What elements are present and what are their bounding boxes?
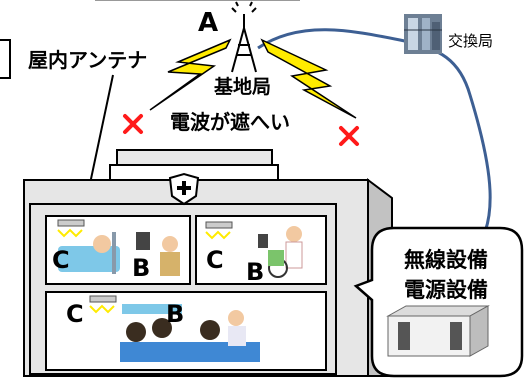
cross-mark-icon <box>123 114 143 134</box>
room-label-b: B <box>132 254 151 282</box>
lightning-icon <box>149 38 232 111</box>
room-label-c: C <box>52 246 70 274</box>
left-frame-fragment <box>0 39 11 79</box>
wheelchair-illustration <box>258 226 303 278</box>
cross-mark-icon <box>339 126 359 146</box>
exchange-cable <box>257 28 492 262</box>
ceiling-antenna-icon <box>57 219 85 238</box>
room-label-c: C <box>66 300 84 328</box>
equipment-label-line2: 電源設備 <box>404 278 488 302</box>
office-building-icon <box>404 14 442 54</box>
indoor-antenna-label: 屋内アンテナ <box>28 48 148 72</box>
base-station-label: 基地局 <box>214 76 272 98</box>
ceiling-antenna-icon <box>89 295 117 314</box>
server-icon <box>386 305 490 357</box>
room-label-b: B <box>166 300 185 328</box>
lightning-icon <box>260 38 357 119</box>
patient-bed-illustration <box>58 232 180 276</box>
blocked-signal-label: 電波が遮へい <box>170 110 290 134</box>
room-label-c: C <box>206 246 224 274</box>
antenna-tower-icon <box>231 1 257 73</box>
hospital-shield-icon <box>168 172 200 206</box>
ceiling-antenna-icon <box>205 221 233 240</box>
waiting-room-illustration <box>120 304 260 362</box>
room-label-b: B <box>246 258 265 286</box>
equipment-label-line1: 無線設備 <box>404 248 488 272</box>
exchange-label: 交換局 <box>448 32 494 50</box>
site-label-a: A <box>198 8 219 38</box>
